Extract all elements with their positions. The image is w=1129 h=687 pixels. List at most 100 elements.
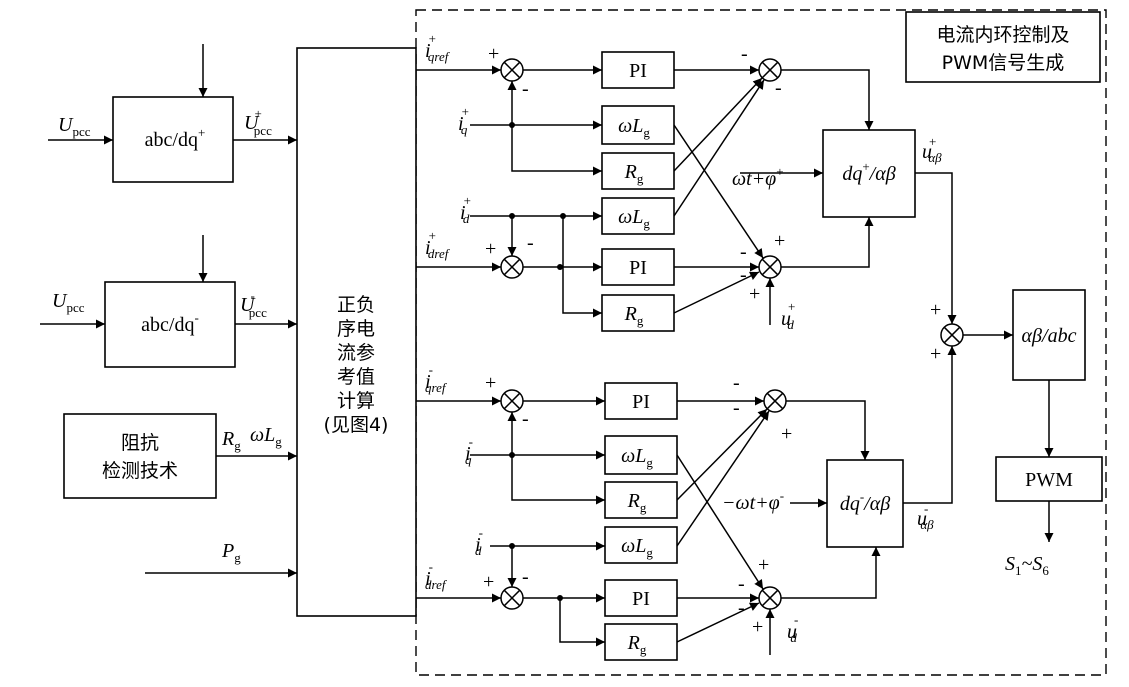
- rg-label: Rg: [221, 428, 241, 453]
- pi-d-neg-block: PI: [604, 579, 678, 617]
- ab-abc-block: αβ/abc: [1012, 289, 1086, 381]
- region-title-box: 电流内环控制及 PWM信号生成: [905, 11, 1101, 83]
- u-pcc-label-1: Upcc: [58, 114, 91, 139]
- rg-d-pos-block: Rg: [601, 294, 675, 332]
- sign-dpos-out-b: -: [740, 264, 747, 286]
- pi-q-pos-block: PI: [601, 51, 675, 89]
- sign-dneg-err-plus: +: [483, 571, 494, 593]
- svg-text:dq-/αβ: dq-/αβ: [840, 489, 890, 515]
- svg-text:abc/dq-: abc/dq-: [141, 310, 199, 336]
- svg-text:dq+/αβ: dq+/αβ: [842, 159, 895, 185]
- wlg-d-pos-block: ωLg: [601, 197, 675, 235]
- impedance-detection-block: 阻抗 检测技术: [63, 413, 217, 499]
- svg-text:ωLg: ωLg: [621, 535, 653, 560]
- sign-ab-pos: +: [930, 299, 941, 321]
- svg-text:PI: PI: [629, 257, 647, 279]
- u-ab-neg-label: u-αβ: [917, 501, 934, 532]
- svg-text:Rg: Rg: [624, 161, 644, 186]
- ud-pos-label: u+d: [781, 299, 795, 332]
- sign-qpos-out-b: -: [775, 77, 782, 99]
- sum-ab: [940, 323, 964, 347]
- u-pcc-neg-label: U-pcc: [240, 288, 267, 320]
- sign-qpos-err-plus: +: [488, 43, 499, 65]
- iq-pos-label: i+q: [458, 104, 469, 137]
- sum-q-neg-error: [500, 389, 524, 413]
- sign-qneg-err-minus: -: [522, 408, 529, 430]
- idref-neg-label: i-dref: [425, 559, 448, 592]
- impedance-line2: 检测技术: [102, 460, 178, 482]
- sign-dpos-err-minus: -: [527, 232, 534, 254]
- pi-q-neg-block: PI: [604, 382, 678, 420]
- rg-d-neg-block: Rg: [604, 623, 678, 661]
- ud-neg-label: u-d: [787, 612, 798, 645]
- svg-text:abc/dq+: abc/dq+: [145, 125, 206, 151]
- sign-qpos-err-minus: -: [522, 78, 529, 100]
- calc-line-3: 流参: [337, 342, 375, 364]
- dq-ab-pos-block: dq+/αβ: [822, 129, 916, 218]
- wlg-q-neg-block: ωLg: [604, 435, 678, 475]
- svg-text:ωLg: ωLg: [621, 445, 653, 470]
- iqref-neg-label: i-qref: [425, 362, 448, 395]
- inner-blocks: PI ωLg Rg ωLg PI Rg PI ωLg Rg ωLg PI Rg …: [601, 51, 1103, 661]
- sign-dneg-out-plus: +: [758, 554, 769, 576]
- svg-text:PWM: PWM: [1025, 469, 1073, 491]
- wlg-q-pos-block: ωLg: [601, 105, 675, 145]
- svg-text:αβ/abc: αβ/abc: [1022, 325, 1077, 347]
- calc-line-4: 考值: [337, 366, 375, 388]
- region-title-line2: PWM信号生成: [942, 52, 1065, 74]
- region-title-line1: 电流内环控制及: [936, 24, 1069, 46]
- sign-qneg-err-plus: +: [485, 372, 496, 394]
- sign-dneg-err-minus: -: [522, 566, 529, 588]
- id-pos-label: i+d: [460, 193, 471, 226]
- pg-label: Pg: [221, 540, 241, 565]
- sum-d-neg-error: [500, 586, 524, 610]
- rg-q-neg-block: Rg: [604, 481, 678, 519]
- sum-q-pos-out: [758, 58, 782, 82]
- rg-q-pos-block: Rg: [601, 152, 675, 190]
- id-neg-label: i-d: [475, 525, 483, 558]
- sign-labels: + - - - + - + - - + + + + - - - + + - + …: [483, 43, 941, 638]
- junction-dots: [509, 122, 566, 601]
- svg-text:ωLg: ωLg: [618, 206, 650, 231]
- wlg-label: ωLg: [250, 424, 282, 449]
- abc-dq-pos-block: abc/dq+: [112, 96, 234, 183]
- pwm-block: PWM: [995, 456, 1103, 502]
- abc-dq-neg-block: abc/dq-: [104, 281, 236, 368]
- switch-signals-label: S1~S6: [1005, 553, 1049, 578]
- sign-dneg-out-b: -: [738, 597, 745, 619]
- svg-text:Rg: Rg: [627, 632, 647, 657]
- sign-dpos-out-ud: +: [749, 283, 760, 305]
- svg-text:PI: PI: [632, 588, 650, 610]
- idref-pos-label: i+dref: [425, 228, 451, 261]
- svg-text:PI: PI: [629, 60, 647, 82]
- iq-neg-label: i-q: [465, 434, 473, 467]
- wt-pos-label: ωt+φ+: [732, 164, 784, 190]
- calc-line-6: (见图4): [324, 414, 389, 436]
- sum-d-neg-out: [758, 586, 782, 610]
- calc-line-5: 计算: [337, 390, 375, 412]
- sign-qpos-out-a: -: [741, 43, 748, 65]
- sum-d-pos-error: [500, 255, 524, 279]
- calc-line-1: 正负: [337, 294, 375, 316]
- sum-d-pos-out: [758, 255, 782, 279]
- svg-text:Rg: Rg: [627, 490, 647, 515]
- sign-dneg-out-ud: +: [752, 616, 763, 638]
- sign-dpos-err-plus: +: [485, 238, 496, 260]
- sign-qneg-out-b: -: [733, 397, 740, 419]
- u-ab-pos-label: u+αβ: [922, 134, 942, 165]
- u-pcc-pos-label: U+pcc: [244, 106, 272, 138]
- sign-ab-neg: +: [930, 343, 941, 365]
- impedance-line1: 阻抗: [121, 432, 159, 454]
- u-pcc-label-2: Upcc: [52, 290, 85, 315]
- inner-wiring: [416, 65, 1054, 655]
- svg-text:Rg: Rg: [624, 303, 644, 328]
- reference-calc-block: 正负 序电 流参 考值 计算 (见图4): [296, 47, 417, 617]
- sign-dpos-out-plus: +: [774, 230, 785, 252]
- sign-qneg-out-a: -: [733, 372, 740, 394]
- sign-dneg-out-a: -: [738, 573, 745, 595]
- iqref-pos-label: i+qref: [425, 31, 451, 64]
- svg-text:ωLg: ωLg: [618, 115, 650, 140]
- sign-qneg-out-plus: +: [781, 423, 792, 445]
- signal-labels: i+qref i+q i+d i+dref i-qref i-q i-d i-d…: [425, 31, 1049, 645]
